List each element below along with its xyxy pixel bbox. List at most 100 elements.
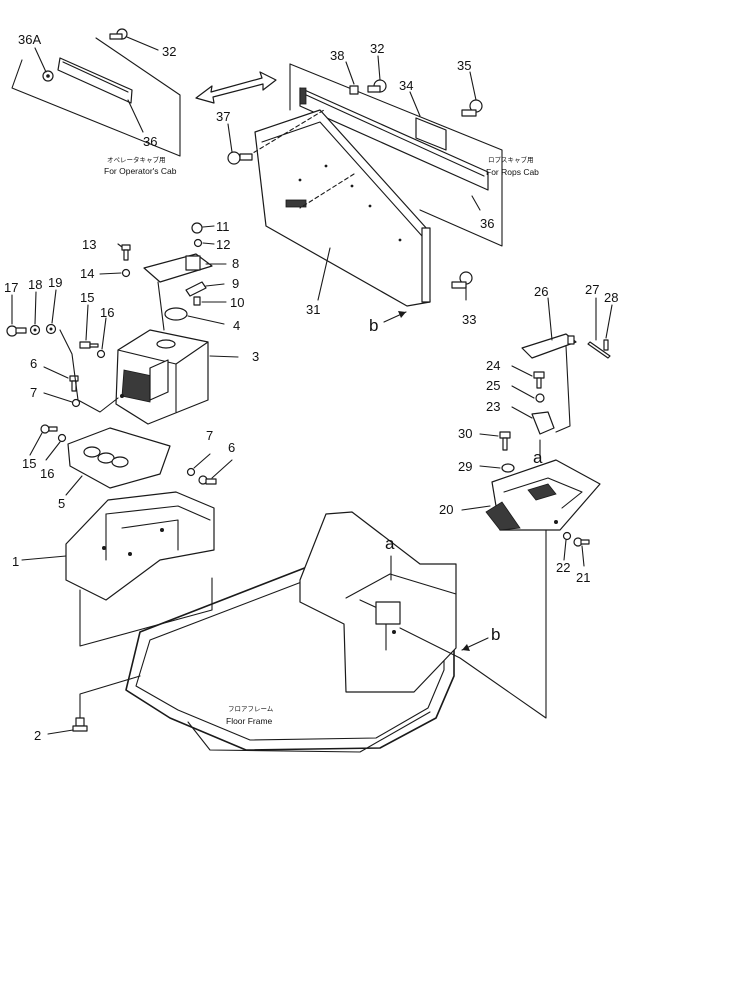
clip-part-23 [531, 411, 555, 435]
cover-part-1 [65, 491, 215, 601]
callout-6-lower: 6 [228, 440, 235, 455]
callout-1: 1 [12, 554, 19, 569]
washer-part-7-upper [71, 398, 81, 408]
callout-27: 27 [585, 282, 599, 297]
callout-4: 4 [233, 318, 240, 333]
right-assembly [399, 333, 611, 719]
callout-13: 13 [82, 237, 96, 252]
pin-part-28 [603, 339, 609, 351]
callout-30: 30 [458, 426, 472, 441]
bolt-part-32-rops [367, 79, 387, 93]
callout-16-upper: 16 [100, 305, 114, 320]
callout-22: 22 [556, 560, 570, 575]
caption-floor-frame-jp: フロアフレーム [228, 705, 274, 713]
bolt-part-6-lower [198, 475, 217, 485]
floor-frame-block [299, 511, 457, 693]
caption-operator-cab-en: For Operator's Cab [104, 166, 177, 176]
rops-cab-inset: ロプスキャブ用 For Rops Cab [227, 55, 539, 307]
bolt-part-37 [227, 151, 253, 165]
letter-b-floor: b [491, 625, 500, 644]
bolt-part-32-upper-left [109, 28, 128, 40]
callout-12: 12 [216, 237, 230, 252]
callout-14: 14 [80, 266, 94, 281]
leader-lines [11, 225, 613, 735]
callout-20: 20 [439, 502, 453, 517]
callout-23: 23 [486, 399, 500, 414]
reference-letters: a a b b [369, 316, 543, 644]
callout-36-inset: 36 [143, 134, 157, 149]
callout-34: 34 [399, 78, 413, 93]
caption-rops-cab-jp: ロプスキャブ用 [488, 155, 534, 164]
nut-part-29 [501, 463, 515, 473]
callout-31: 31 [306, 302, 320, 317]
cap-part-4 [164, 307, 188, 321]
callout-9: 9 [232, 276, 239, 291]
callout-28: 28 [604, 290, 618, 305]
caption-rops-cab-en: For Rops Cab [486, 167, 539, 177]
bolt-part-2 [72, 717, 88, 732]
bolt-part-24 [533, 371, 545, 389]
nut-part-11 [191, 222, 203, 234]
callout-16-lower: 16 [40, 466, 54, 481]
washer-part-16-upper [96, 349, 106, 359]
bolt-part-30 [499, 431, 511, 451]
callout-33: 33 [462, 312, 476, 327]
marker-b-right [461, 637, 489, 651]
callout-7-lower: 7 [206, 428, 213, 443]
bolt-part-13 [121, 244, 131, 261]
bolt-part-33 [451, 271, 473, 289]
callout-37: 37 [216, 109, 230, 124]
floor-frame: フロアフレーム Floor Frame [125, 511, 457, 753]
bolt-part-21 [573, 537, 590, 547]
callout-7-upper: 7 [30, 385, 37, 400]
callout-26: 26 [534, 284, 548, 299]
callout-11: 11 [216, 219, 230, 234]
callout-21: 21 [576, 570, 590, 585]
callout-6-upper: 6 [30, 356, 37, 371]
bracket-part-26 [521, 333, 577, 359]
washer-part-7-lower [186, 467, 196, 477]
bracket-part-8 [143, 253, 213, 283]
washer-part-25 [535, 393, 545, 403]
washer-part-12 [193, 238, 203, 248]
callout-25: 25 [486, 378, 500, 393]
caption-floor-frame-en: Floor Frame [226, 716, 273, 726]
letter-a-right: a [533, 448, 543, 467]
clip-part-9 [185, 281, 207, 297]
panel-part-31 [254, 109, 431, 307]
callout-10: 10 [230, 295, 244, 310]
callout-2: 2 [34, 728, 41, 743]
left-assembly [6, 222, 217, 732]
bolt-part-15-lower [40, 424, 58, 434]
washer-part-14 [121, 268, 131, 278]
pin-part-27 [587, 341, 611, 359]
spacer-part-38 [349, 85, 359, 95]
plate-part-34 [415, 117, 447, 151]
bolt-part-15-upper [79, 341, 99, 349]
caption-operator-cab-jp: オペレータキャブ用 [107, 155, 166, 164]
callout-19: 19 [48, 275, 62, 290]
callout-labels: 36A 32 36 38 32 35 34 37 36 31 33 11 12 … [4, 32, 618, 743]
tank-part-3 [115, 329, 209, 425]
letter-a-floor: a [385, 534, 395, 553]
callout-8: 8 [232, 256, 239, 271]
letter-b-panel: b [369, 316, 378, 335]
callout-32-inset: 32 [162, 44, 176, 59]
callout-32-rops: 32 [370, 41, 384, 56]
bracket-part-36 [57, 57, 133, 104]
bolt-part-17 [6, 325, 27, 337]
callout-29: 29 [458, 459, 472, 474]
callout-38: 38 [330, 48, 344, 63]
callout-24: 24 [486, 358, 500, 373]
callout-35: 35 [457, 58, 471, 73]
bolt-part-35 [461, 99, 483, 117]
callout-15-upper: 15 [80, 290, 94, 305]
bolt-part-6-upper [69, 375, 79, 392]
plate-part-5 [67, 427, 171, 489]
callout-18: 18 [28, 277, 42, 292]
bolt-part-10 [193, 296, 201, 306]
washer-part-22 [562, 531, 572, 541]
double-arrow-icon [195, 71, 277, 104]
callout-3: 3 [252, 349, 259, 364]
